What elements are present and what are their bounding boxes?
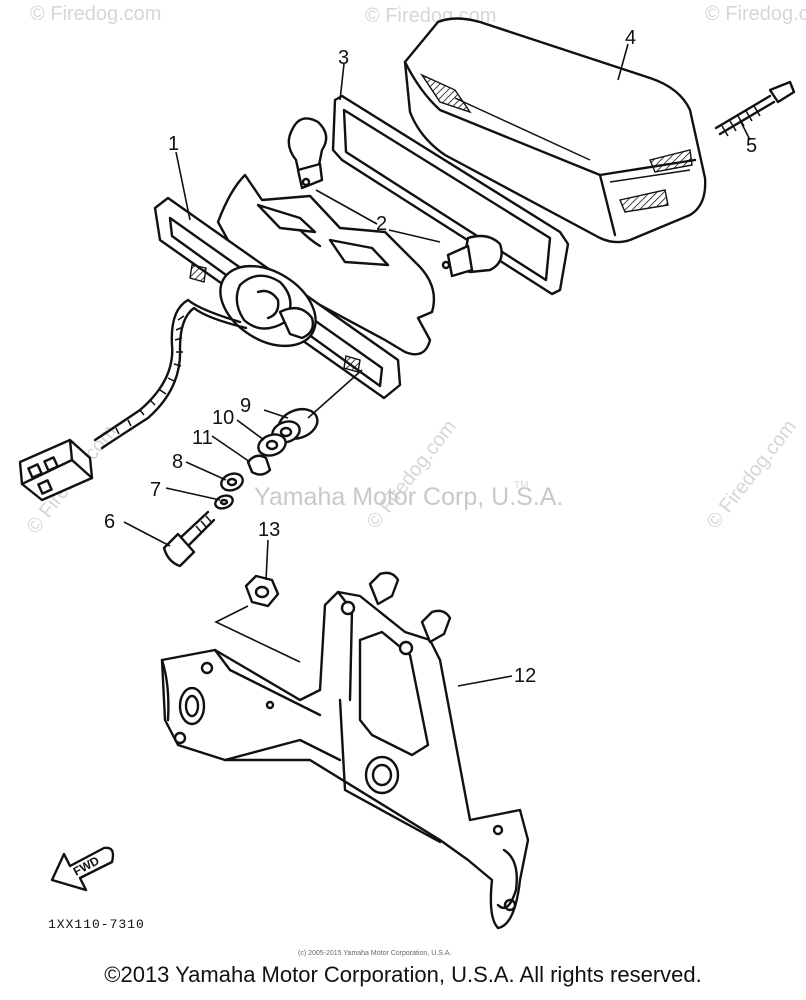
part-connector bbox=[18, 438, 94, 502]
callout-3: 3 bbox=[338, 47, 349, 69]
callout-11: 11 bbox=[192, 427, 213, 449]
watermark-site-top-right: © Firedog.com bbox=[705, 3, 806, 25]
watermark-site-center: © Firedog.com bbox=[363, 416, 461, 533]
part-2-bulb-upper bbox=[287, 117, 328, 190]
part-code: 1XX110-7310 bbox=[48, 917, 145, 932]
callout-5: 5 bbox=[746, 135, 757, 157]
part-5-screw bbox=[714, 80, 796, 137]
part-1-housing-base bbox=[153, 196, 402, 400]
part-2-bulb-lower bbox=[441, 234, 503, 278]
callout-4: 4 bbox=[625, 27, 636, 49]
watermark-site-right: © Firedog.com bbox=[703, 416, 801, 533]
callout-13: 13 bbox=[258, 519, 280, 541]
callout-2: 2 bbox=[376, 213, 387, 235]
part-7-lock-washer bbox=[214, 494, 234, 510]
watermark-main: Yamaha Motor Corp, U.S.A. bbox=[254, 483, 563, 511]
forward-arrow-icon: FWD bbox=[50, 846, 115, 892]
leader-lines bbox=[123, 43, 751, 687]
watermark-tm: TM bbox=[514, 480, 528, 491]
watermark-site-top-left: © Firedog.com bbox=[30, 3, 161, 25]
callout-8: 8 bbox=[172, 451, 183, 473]
callout-10: 10 bbox=[212, 407, 234, 429]
part-12-bracket bbox=[160, 571, 530, 930]
callout-7: 7 bbox=[150, 479, 161, 501]
part-8-washer bbox=[220, 472, 244, 492]
part-6-bolt bbox=[162, 510, 216, 568]
part-3-gasket bbox=[331, 94, 570, 296]
callout-9: 9 bbox=[240, 395, 251, 417]
callout-6: 6 bbox=[104, 511, 115, 533]
part-4-lens-cover bbox=[403, 17, 707, 244]
callout-1: 1 bbox=[168, 133, 179, 155]
part-10-washer bbox=[257, 433, 287, 457]
callout-12: 12 bbox=[514, 665, 536, 687]
wire-harness bbox=[93, 298, 248, 450]
small-copyright: (c) 2005-2015 Yamaha Motor Corporation, … bbox=[298, 950, 451, 957]
reflector-plate bbox=[216, 173, 436, 356]
copyright-notice: ©2013 Yamaha Motor Corporation, U.S.A. A… bbox=[104, 962, 702, 987]
part-11-collar bbox=[246, 454, 272, 476]
callout-numbers: 1 2 3 4 5 6 7 8 9 10 11 12 13 bbox=[104, 27, 757, 687]
part-13-nut bbox=[244, 574, 280, 608]
